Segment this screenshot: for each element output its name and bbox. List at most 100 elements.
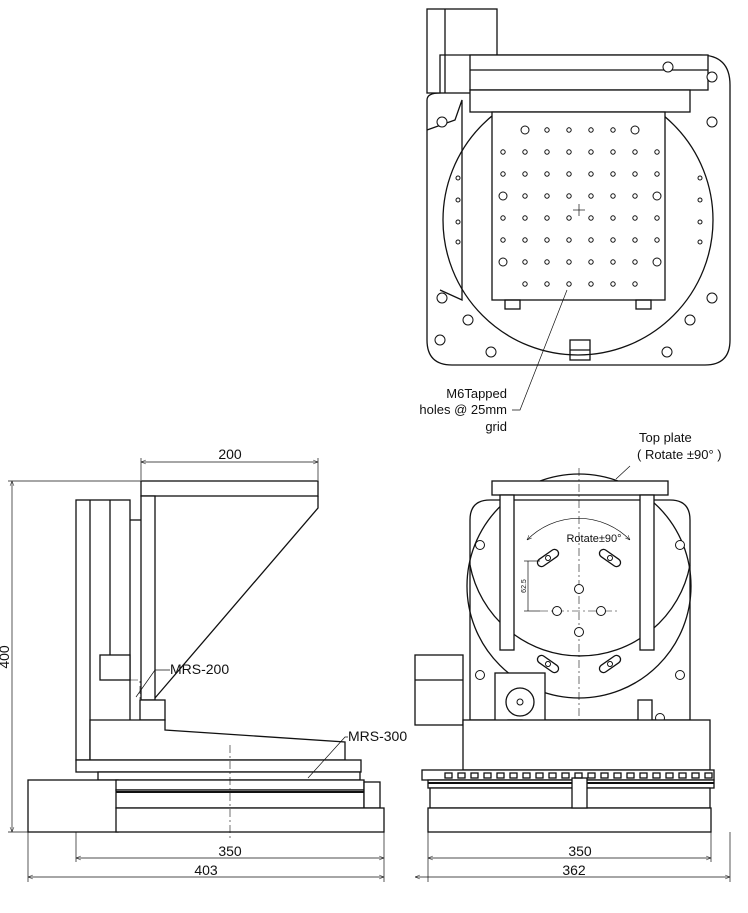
arc-slots (536, 548, 622, 674)
tapped-hole (632, 149, 638, 155)
tapped-hole (610, 215, 616, 221)
bolt-hole (475, 540, 485, 550)
base-hole (436, 292, 448, 304)
tapped-hole (566, 237, 572, 243)
callout-line-3: grid (485, 419, 507, 434)
tapped-hole (566, 127, 572, 133)
tapped-hole (544, 237, 550, 243)
tapped-hole (610, 281, 616, 287)
rack-tooth (652, 772, 661, 779)
disk-hole (697, 239, 703, 245)
base-hole (485, 346, 497, 358)
rack-tooth (704, 772, 713, 779)
rack-tooth (470, 772, 479, 779)
tapped-hole (522, 215, 528, 221)
base-hole (706, 292, 718, 304)
tapped-hole (522, 171, 528, 177)
slot-screw (545, 555, 551, 561)
slot-outline (598, 654, 622, 674)
front-view (414, 465, 731, 882)
side-dim-base-inner: 350 (218, 843, 242, 859)
tapped-hole (544, 171, 550, 177)
tapped-hole (588, 281, 594, 287)
rack-tooth (613, 772, 622, 779)
slot (536, 654, 560, 674)
bolt-hole (596, 606, 606, 616)
rack-tooth (587, 772, 596, 779)
mounting-hole (652, 257, 662, 267)
tapped-hole (500, 237, 506, 243)
tapped-hole (500, 149, 506, 155)
bolt-hole (552, 606, 562, 616)
mounting-hole (498, 257, 508, 267)
tapped-hole (632, 193, 638, 199)
rack-tooth (626, 772, 635, 779)
base-hole (434, 334, 446, 346)
tapped-hole (566, 259, 572, 265)
tapped-hole (566, 281, 572, 287)
tapped-hole (500, 171, 506, 177)
tapped-hole-grid (498, 125, 662, 287)
label-mrs-200: MRS-200 (170, 661, 229, 677)
tapped-hole (588, 171, 594, 177)
disk-hole (455, 175, 461, 181)
rack-tooth (561, 772, 570, 779)
tapped-hole (588, 215, 594, 221)
tapped-hole (610, 237, 616, 243)
rack-tooth (678, 772, 687, 779)
disk-hole (697, 197, 703, 203)
front-dim-base-outer: 362 (562, 862, 586, 878)
tapped-hole (544, 193, 550, 199)
top-view (426, 8, 731, 411)
base-hole (706, 116, 718, 128)
rack-tooth (496, 772, 505, 779)
tapped-hole (654, 171, 660, 177)
disk-hole (697, 219, 703, 225)
rack-tooth (535, 772, 544, 779)
tapped-hole (522, 149, 528, 155)
tapped-hole (544, 127, 550, 133)
tapped-hole (588, 193, 594, 199)
rack-tooth (639, 772, 648, 779)
mounting-hole (520, 125, 530, 135)
side-dim-base-outer: 403 (194, 862, 218, 878)
tapped-hole (654, 237, 660, 243)
base-hole (684, 314, 696, 326)
disk-hole (455, 197, 461, 203)
tapped-hole (654, 215, 660, 221)
slot-outline (536, 654, 560, 674)
base-mounting-holes (434, 61, 718, 358)
tapped-hole (632, 215, 638, 221)
tapped-hole (544, 215, 550, 221)
base-hole (706, 71, 718, 83)
slot-outline (536, 548, 560, 568)
gear-rack (444, 772, 713, 779)
front-dim-base-inner: 350 (568, 843, 592, 859)
tapped-hole (522, 259, 528, 265)
rack-tooth (483, 772, 492, 779)
rack-tooth (548, 772, 557, 779)
side-view (8, 458, 385, 882)
top-plate-label-2: ( Rotate ±90° ) (637, 447, 722, 462)
small-dim-62-5: 62.5 (521, 579, 528, 593)
tapped-hole (588, 237, 594, 243)
tapped-hole (544, 281, 550, 287)
top-plate-label-1: Top plate (639, 430, 692, 445)
callout-line-2: holes @ 25mm (419, 402, 507, 417)
tapped-hole (566, 149, 572, 155)
base-hole (436, 116, 448, 128)
front-holes (475, 540, 685, 723)
tapped-hole (610, 149, 616, 155)
base-hole (662, 61, 674, 73)
mounting-hole (498, 191, 508, 201)
bolt-hole (675, 540, 685, 550)
slot-screw (607, 555, 613, 561)
tapped-hole (522, 281, 528, 287)
rack-tooth (574, 772, 583, 779)
tapped-hole (610, 127, 616, 133)
tapped-hole (610, 259, 616, 265)
base-hole (462, 314, 474, 326)
disk-hole (697, 175, 703, 181)
disk-hole (455, 239, 461, 245)
